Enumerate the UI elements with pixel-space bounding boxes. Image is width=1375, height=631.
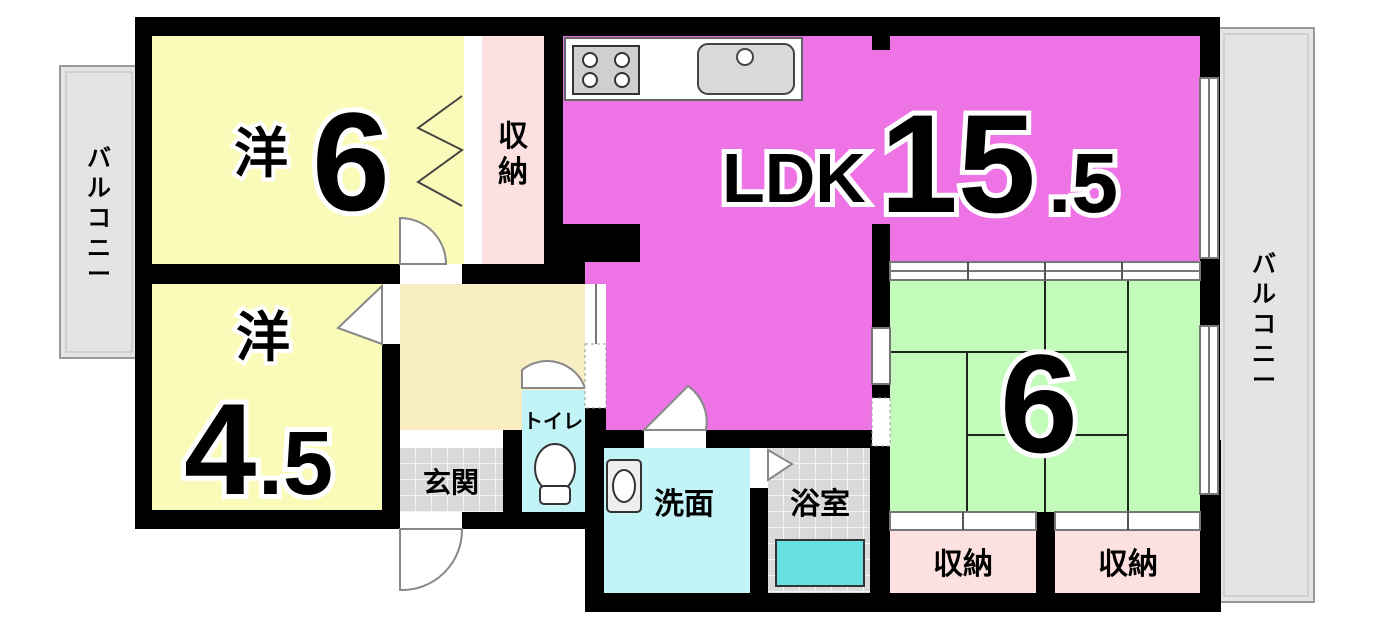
toilet-icon xyxy=(534,443,576,493)
ldk-room xyxy=(563,36,1200,430)
western-room-4-5-size-decimal: .5 xyxy=(258,414,333,514)
svg-text:バ: バ xyxy=(1252,250,1276,278)
storage-b-label: 収納 xyxy=(1098,547,1158,582)
western-room-4-5-kanji: 洋 xyxy=(236,306,290,369)
svg-text:ー: ー xyxy=(1252,366,1276,394)
balcony-left-label: バ ル コ ニ ー xyxy=(87,144,111,288)
japanese-room-size: 6 xyxy=(1000,325,1078,482)
doors xyxy=(336,216,794,592)
tatami-grid xyxy=(890,280,1129,512)
svg-text:コ: コ xyxy=(87,204,111,232)
bathtub-icon xyxy=(775,539,865,587)
bathroom-label: 浴室 xyxy=(790,487,850,522)
windows xyxy=(400,77,1219,531)
storage-b xyxy=(1055,530,1200,593)
western-room-4-5-size: 4 xyxy=(184,376,256,522)
ldk-label: LDK xyxy=(722,139,866,217)
svg-text:コ: コ xyxy=(1252,310,1276,338)
entrance xyxy=(400,448,503,512)
western-room-6-size: 6 xyxy=(312,83,390,240)
storage-a-label: 収納 xyxy=(933,547,993,582)
storage-a xyxy=(890,530,1036,593)
storage-top xyxy=(482,36,544,264)
storage-top-line2: 納 xyxy=(498,155,528,190)
ldk-size: 15 xyxy=(880,85,1036,242)
storage-top-line1: 収 xyxy=(498,119,529,154)
stove-icon xyxy=(572,45,640,95)
balcony-right-label: バ ル コ ニ ー xyxy=(1252,250,1276,394)
balcony-right xyxy=(1217,27,1315,603)
western-room-6-kanji: 洋 xyxy=(234,122,288,185)
svg-text:バ: バ xyxy=(87,144,111,172)
sink-icon xyxy=(697,43,795,95)
svg-text:ニ: ニ xyxy=(87,234,111,262)
svg-text:ル: ル xyxy=(87,174,111,202)
svg-text:ー: ー xyxy=(87,260,111,288)
svg-text:ニ: ニ xyxy=(1252,340,1276,368)
toilet-label: トイレ xyxy=(523,409,583,433)
ldk-size-decimal: .5 xyxy=(1048,136,1118,230)
entrance-label: 玄関 xyxy=(423,466,479,499)
balcony-left xyxy=(59,65,139,359)
washroom-label: 洗面 xyxy=(654,487,714,522)
svg-text:ル: ル xyxy=(1252,280,1276,308)
